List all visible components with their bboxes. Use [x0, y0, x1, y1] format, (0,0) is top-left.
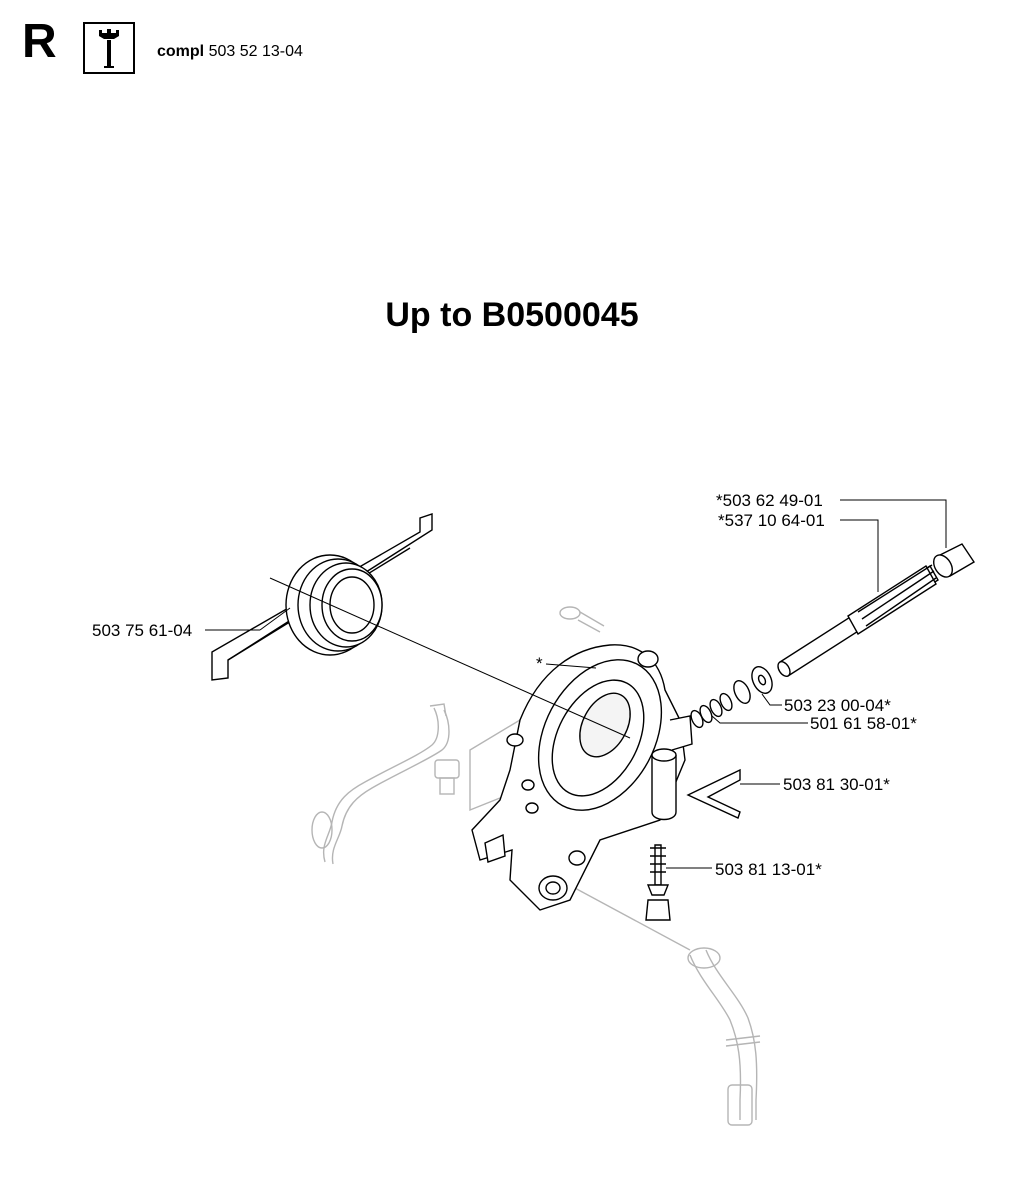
part-number-label: 503 81 13-01*	[715, 860, 822, 879]
part-number-label: *537 10 64-01	[718, 511, 825, 530]
part-number-label: 501 61 58-01*	[810, 714, 917, 733]
compl-label: compl	[157, 43, 205, 60]
pump-plunger-assembly	[645, 543, 975, 921]
serial-range-title: Up to B0500045	[385, 296, 639, 334]
compl-part-number: 503 52 13-04	[208, 43, 303, 60]
oil-pump-housing	[471, 644, 693, 911]
wrench-info-icon	[83, 22, 135, 74]
part-number-label: 503 81 30-01*	[783, 775, 890, 794]
unlabeled-asterisk-mark: *	[536, 654, 543, 673]
part-number-label: 503 23 00-04*	[784, 696, 891, 715]
part-number-label: *503 62 49-01	[716, 491, 823, 510]
complete-assembly-reference: compl 503 52 13-04	[157, 43, 303, 61]
leader-lines	[205, 499, 947, 869]
oil-pump-drive-gear	[211, 513, 433, 681]
part-number-label: 503 75 61-04	[92, 621, 192, 640]
context-parts	[311, 606, 761, 1126]
section-letter: R	[22, 15, 57, 68]
